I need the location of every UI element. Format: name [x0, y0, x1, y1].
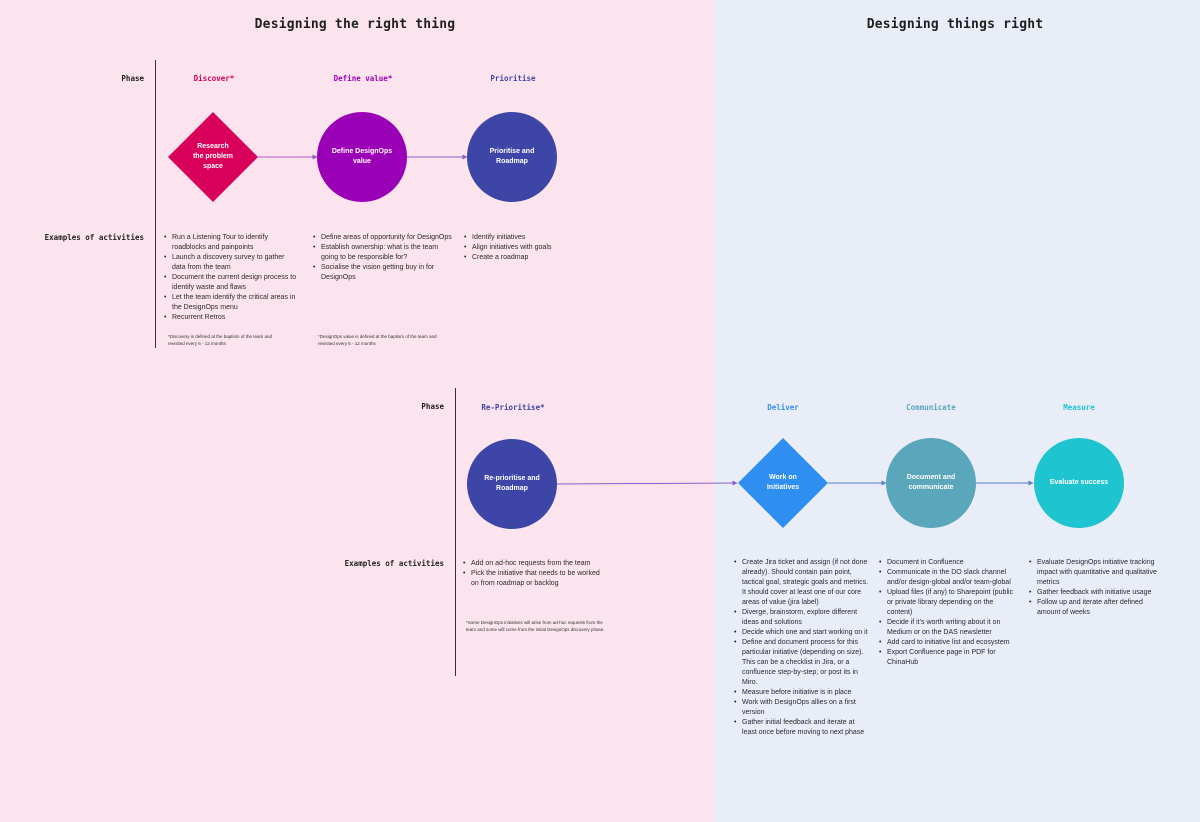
list-item: Diverge, brainstorm, explore different i… [733, 608, 869, 628]
list-item: Socialise the vision getting buy in for … [312, 263, 452, 283]
discover-shape-label: Research the problem space [192, 143, 234, 170]
divider-line-2 [455, 388, 456, 676]
phase-prioritise: Prioritise [490, 74, 536, 83]
list-item: Document the current design process to i… [163, 273, 298, 293]
phase-measure: Measure [1063, 403, 1095, 412]
discover-activities-list: Run a Listening Tour to identify roadblo… [163, 233, 298, 323]
list-item: Define and document process for this par… [733, 638, 869, 688]
deliver-diamond [738, 438, 828, 528]
list-item: Measure before initiative is in place [733, 688, 869, 698]
phase-discover: Discover* [193, 74, 235, 83]
phase-communicate: Communicate [906, 403, 956, 412]
activities-row-label-2: Examples of activities [344, 559, 444, 568]
divider-line-1 [155, 60, 156, 348]
phase-row-label-1: Phase [121, 74, 144, 83]
re-prioritise-circle [467, 439, 557, 529]
list-item: Add card to initiative list and ecosyste… [878, 638, 1016, 648]
list-item: Follow up and iterate after defined amou… [1028, 598, 1166, 618]
list-item: Identify initiatives [463, 233, 603, 243]
arrow-reprioritise-to-deliver [556, 480, 738, 486]
list-item: Launch a discovery survey to gather data… [163, 253, 298, 273]
re-prioritise-shape-label: Re-prioritise and Roadmap [484, 475, 540, 492]
list-item: Decide if it's worth writing about it on… [878, 618, 1016, 638]
list-item: Create Jira ticket and assign (if not do… [733, 558, 869, 608]
list-item: Document in Confluence [878, 558, 1016, 568]
list-item: Define areas of opportunity for DesignOp… [312, 233, 452, 243]
discover-footnote: *Discovery is defined at the baptism of … [168, 334, 273, 346]
prioritise-activities-list: Identify initiatives Align initiatives w… [463, 233, 603, 263]
re-prioritise-activities-list: Add on ad-hoc requests from the team Pic… [462, 559, 602, 589]
phase-define-value: Define value* [333, 74, 393, 83]
list-item: Establish ownership: what is the team go… [312, 243, 452, 263]
measure-circle [1034, 438, 1124, 528]
define-value-footnote: *DesignOps value is defined at the bapti… [318, 334, 437, 346]
list-item: Gather initial feedback and iterate at l… [733, 718, 869, 738]
list-item: Recurrent Retros [163, 313, 298, 323]
list-item: Export Confluence page in PDF for ChinaH… [878, 648, 1016, 668]
list-item: Align initiatives with goals [463, 243, 603, 253]
measure-activities-list: Evaluate DesignOps initiative tracking i… [1028, 558, 1166, 618]
measure-shape-label: Evaluate success [1049, 479, 1109, 486]
discover-diamond [168, 112, 258, 202]
list-item: Communicate in the DO slack channel and/… [878, 568, 1016, 588]
list-item: Upload files (if any) to Sharepoint (pub… [878, 588, 1016, 618]
title-right: Designing things right [866, 17, 1044, 32]
communicate-activities-list: Document in Confluence Communicate in th… [878, 558, 1016, 668]
title-left: Designing the right thing [254, 17, 456, 32]
list-item: Add on ad-hoc requests from the team [462, 559, 602, 569]
communicate-circle [886, 438, 976, 528]
prioritise-circle [467, 112, 557, 202]
list-item: Decide which one and start working on it [733, 628, 869, 638]
define-value-circle [317, 112, 407, 202]
list-item: Run a Listening Tour to identify roadblo… [163, 233, 298, 253]
communicate-shape-label: Document and communicate [906, 474, 956, 491]
phase-row-label-2: Phase [421, 402, 444, 411]
list-item: Pick the initiative that needs to be wor… [462, 569, 602, 589]
activities-row-label-1: Examples of activities [44, 233, 144, 242]
list-item: Create a roadmap [463, 253, 603, 263]
deliver-activities-list: Create Jira ticket and assign (if not do… [733, 558, 869, 738]
list-item: Work with DesignOps allies on a first ve… [733, 698, 869, 718]
phase-re-prioritise: Re-Prioritise* [481, 403, 545, 412]
deliver-shape-label: Work on Initiatives [766, 474, 800, 491]
define-value-shape-label: Define DesignOps value [331, 148, 393, 165]
list-item: Let the team identify the critical areas… [163, 293, 298, 313]
prioritise-shape-label: Prioritise and Roadmap [489, 148, 535, 165]
re-prioritise-footnote: *Some DesignOps initiatives will arise f… [466, 620, 605, 632]
list-item: Evaluate DesignOps initiative tracking i… [1028, 558, 1166, 588]
define-value-activities-list: Define areas of opportunity for DesignOp… [312, 233, 452, 283]
phase-deliver: Deliver [767, 403, 799, 412]
list-item: Gather feedback with initiative usage [1028, 588, 1166, 598]
